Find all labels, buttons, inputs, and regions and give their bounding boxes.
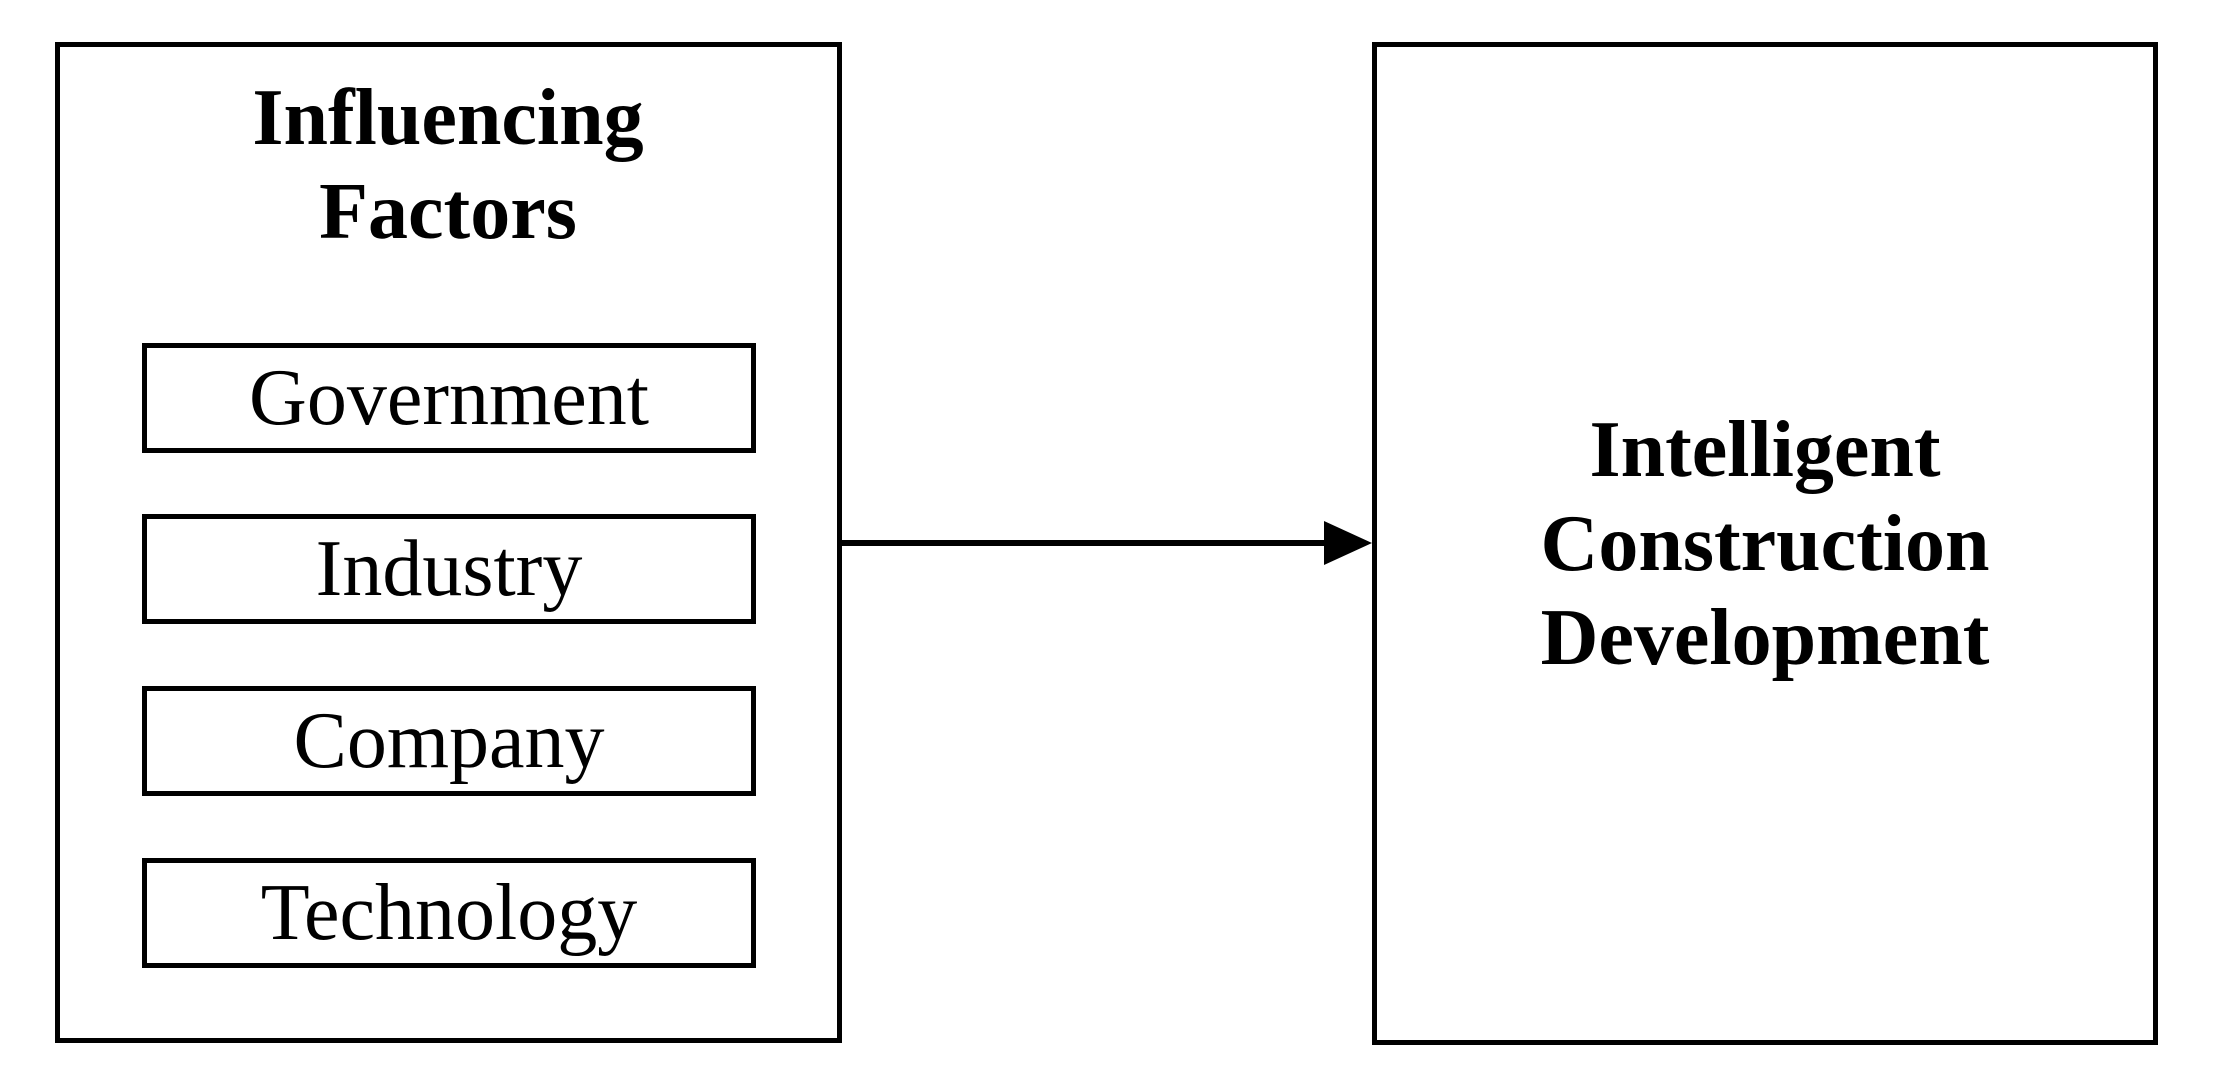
factor-label-technology: Technology — [260, 869, 638, 957]
arrow-head-icon — [1324, 521, 1372, 565]
factor-box-industry: Industry — [142, 514, 756, 624]
influencing-factors-title: Influencing Factors — [252, 74, 644, 256]
factor-box-government: Government — [142, 343, 756, 453]
influencing-factors-box: Influencing Factors Government Industry … — [55, 42, 842, 1043]
factor-label-company: Company — [293, 697, 605, 785]
arrow-shaft — [842, 540, 1326, 546]
intelligent-construction-title: Intelligent Construction Development — [1540, 405, 1990, 682]
factor-label-industry: Industry — [315, 525, 583, 613]
factor-box-company: Company — [142, 686, 756, 796]
factor-box-technology: Technology — [142, 858, 756, 968]
intelligent-construction-box: Intelligent Construction Development — [1372, 42, 2158, 1045]
factor-label-government: Government — [249, 354, 649, 442]
